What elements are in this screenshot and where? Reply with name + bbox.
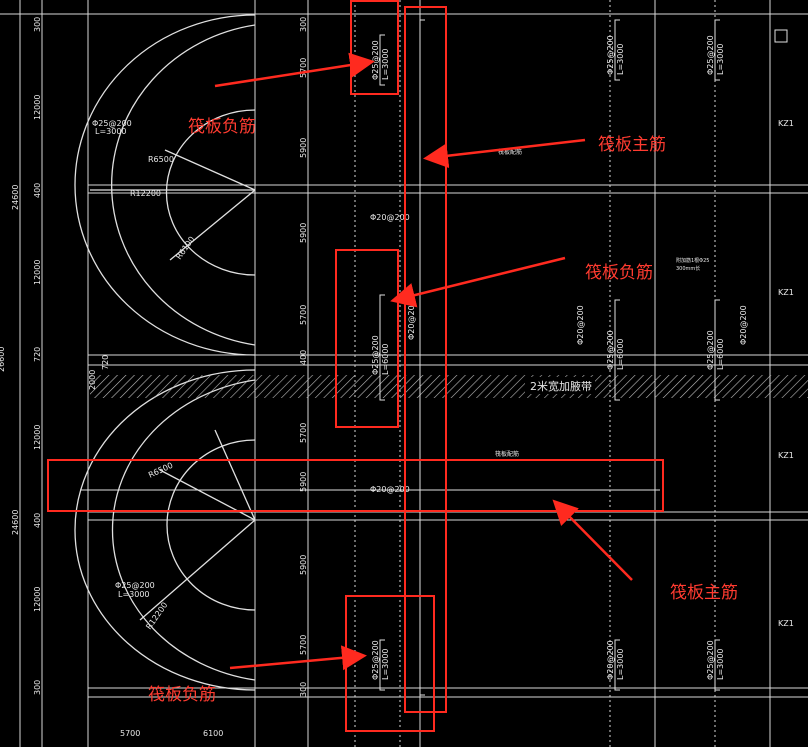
vlabel-len-2: L=6000 <box>381 343 390 375</box>
dimension-chain <box>19 0 309 747</box>
vlabel-len-7: L=6000 <box>616 338 625 370</box>
label-small-note3: 300mm长 <box>676 265 700 272</box>
dim-col-6: 400 <box>299 350 308 365</box>
vlabel-rebar-20: Φ20@200 <box>407 300 416 340</box>
dim-inner-9: 300 <box>33 680 42 695</box>
highlight-box-top-negative <box>350 0 399 95</box>
dim-col-5: 5700 <box>299 305 308 325</box>
annotation-main-rebar-vertical: 筏板主筋 <box>598 135 666 155</box>
dim-inner-1: 300 <box>33 17 42 32</box>
dim-inner-7: 400 <box>33 513 42 528</box>
label-kz1-d: KZ1 <box>778 619 794 628</box>
label-rebar-20-mid: Φ20@200 <box>370 213 410 222</box>
rebar-marks <box>80 19 788 696</box>
dim-outer-2: 24600 <box>11 510 20 535</box>
dim-bottom-2: 6100 <box>203 729 223 738</box>
dim-col-11: 300 <box>299 682 308 697</box>
label-dim-720: 720 <box>101 355 110 370</box>
vlabel-len-3: L=3000 <box>381 648 390 680</box>
dim-inner-4: 12000 <box>33 260 42 285</box>
vlabel-rebar-4: Φ25@200 <box>606 35 615 75</box>
highlight-box-bottom-negative <box>345 595 435 732</box>
label-rebar-top-left: Φ25@200 <box>92 119 132 128</box>
vlabel-len-8: L=6000 <box>716 338 725 370</box>
vlabel-len-10: L=3000 <box>616 648 625 680</box>
vlabel-len-1: L=3000 <box>381 48 390 80</box>
vlabel-len-4: L=3000 <box>616 43 625 75</box>
label-kz1-c: KZ1 <box>778 451 794 460</box>
highlight-box-vertical-main <box>404 6 447 713</box>
vlabel-rebar-2: Φ25@200 <box>371 335 380 375</box>
label-rebar-20-horizontal: Φ20@200 <box>370 485 410 494</box>
label-kz1-a: KZ1 <box>778 119 794 128</box>
label-len-bottom-left: L=3000 <box>118 590 150 599</box>
annotation-neg-rebar-mid: 筏板负筋 <box>585 263 653 283</box>
vlabel-rebar-5: Φ25@200 <box>706 35 715 75</box>
vlabel-rebar-8: Φ25@200 <box>706 330 715 370</box>
dim-col-8: 5900 <box>299 472 308 492</box>
vlabel-rebar-6: Φ20@200 <box>576 305 585 345</box>
label-r6100: R6100 <box>174 235 196 261</box>
vlabel-len-5: L=3000 <box>716 43 725 75</box>
vlabel-rebar-11: Φ25@200 <box>706 640 715 680</box>
dim-bottom-1: 5700 <box>120 729 140 738</box>
annotation-main-rebar-horizontal: 筏板主筋 <box>670 583 738 603</box>
label-small-note-top: 筏板配筋 <box>498 148 522 156</box>
label-r12200: R12200 <box>130 189 161 198</box>
dim-col-1: 300 <box>299 17 308 32</box>
annotation-arrows <box>214 52 633 671</box>
highlight-box-mid-negative <box>335 249 399 428</box>
highlight-box-horizontal-main <box>47 459 664 512</box>
label-small-note2: 附加筋1根Φ25 <box>676 257 709 264</box>
label-r6500b: R6500 <box>147 461 174 480</box>
dim-outer-3: 26600 <box>0 347 6 372</box>
dim-inner-2: 12000 <box>33 95 42 120</box>
label-r6500: R6500 <box>148 155 174 164</box>
vlabel-len-11: L=3000 <box>716 648 725 680</box>
vlabel-rebar-1: Φ25@200 <box>371 40 380 80</box>
label-len-top-left: L=3000 <box>95 127 127 136</box>
dim-inner-3: 400 <box>33 183 42 198</box>
vlabel-rebar-3: Φ25@200 <box>371 640 380 680</box>
band-label: 2米宽加腋带 <box>530 379 592 393</box>
vlabel-rebar-10: Φ20@200 <box>606 640 615 680</box>
label-dim-2000: 2000 <box>88 370 97 390</box>
label-small-note: 筏板配筋 <box>495 450 519 458</box>
dim-inner-6: 12000 <box>33 425 42 450</box>
dim-inner-5: 720 <box>33 347 42 362</box>
dim-col-2: 5700 <box>299 58 308 78</box>
haunch-band <box>90 375 808 398</box>
vlabel-rebar-9: Φ20@200 <box>739 305 748 345</box>
dim-col-7: 5700 <box>299 423 308 443</box>
label-kz1-b: KZ1 <box>778 288 794 297</box>
dim-col-10: 5700 <box>299 635 308 655</box>
annotation-neg-rebar-bottom: 筏板负筋 <box>148 685 216 705</box>
dim-outer-1: 24600 <box>11 185 20 210</box>
dim-col-3: 5900 <box>299 138 308 158</box>
vlabel-rebar-7: Φ25@200 <box>606 330 615 370</box>
dim-col-4: 5900 <box>299 223 308 243</box>
annotation-neg-rebar-top: 筏板负筋 <box>188 117 256 137</box>
dim-col-9: 5900 <box>299 555 308 575</box>
dim-inner-8: 12000 <box>33 587 42 612</box>
label-rebar-bottom-left: Φ25@200 <box>115 581 155 590</box>
